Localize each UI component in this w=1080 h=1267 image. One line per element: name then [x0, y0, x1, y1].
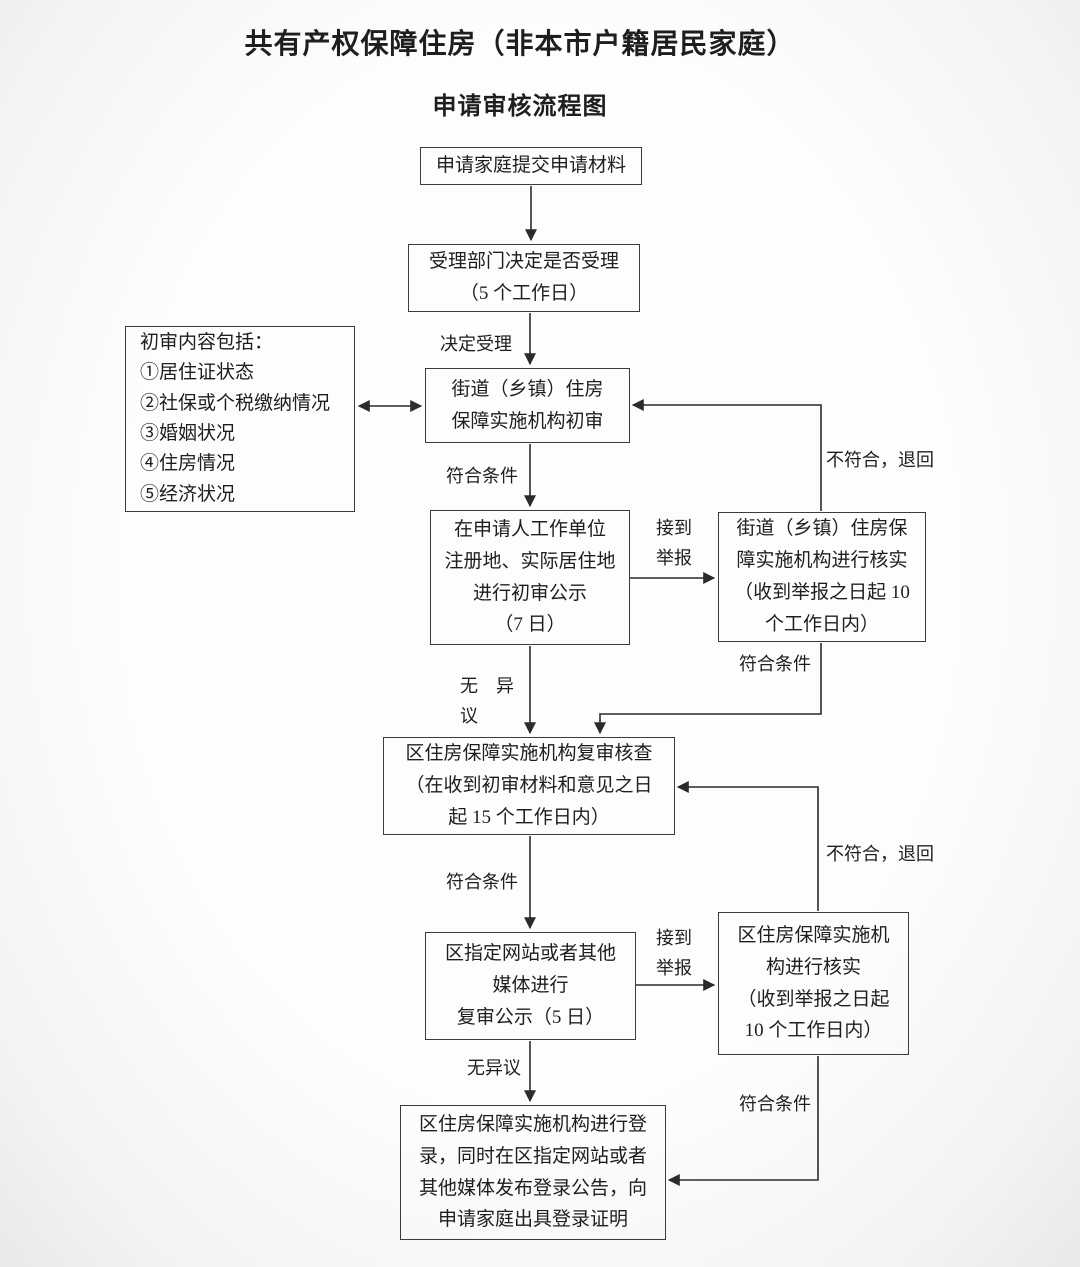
page-title: 共有产权保障住房（非本市户籍居民家庭） [244, 29, 796, 60]
label-report-received-2: 接到 举报 [656, 928, 692, 978]
label-no-objection-2: 无异议 [467, 1058, 521, 1078]
label-meet-condition-1: 符合条件 [446, 466, 518, 486]
arrow-street-verification-return [631, 399, 822, 511]
label-meet-condition-3: 符合条件 [446, 872, 518, 892]
box-submit-application: 申请家庭提交申请材料 [420, 147, 642, 185]
box-district-recheck: 区住房保障实施机构复审核查 （在收到初审材料和意见之日 起 15 个工作日内） [383, 737, 675, 835]
page-subtitle: 申请审核流程图 [432, 94, 608, 120]
label-no-objection-1: 无 异 议 [460, 676, 514, 726]
box-initial-publicity: 在申请人工作单位 注册地、实际居住地 进行初审公示 （7 日） [430, 510, 630, 645]
arrow-district-verification-return [676, 781, 819, 911]
label-report-received-1: 接到 举报 [656, 518, 692, 568]
label-meet-condition-2: 符合条件 [739, 654, 811, 674]
box-acceptance-decision: 受理部门决定是否受理 （5 个工作日） [408, 244, 640, 312]
label-decide-accept: 决定受理 [440, 334, 512, 354]
label-not-meet-return-2: 不符合，退回 [826, 844, 934, 864]
box-street-verification: 街道（乡镇）住房保 障实施机构进行核实 （收到举报之日起 10 个工作日内） [718, 512, 926, 642]
box-registration: 区住房保障实施机构进行登 录，同时在区指定网站或者 其他媒体发布登录公告，向 申… [400, 1105, 666, 1240]
label-meet-condition-4: 符合条件 [739, 1094, 811, 1114]
box-recheck-publicity: 区指定网站或者其他 媒体进行 复审公示（5 日） [425, 932, 636, 1040]
box-street-initial-review: 街道（乡镇）住房 保障实施机构初审 [425, 368, 630, 443]
box-initial-review-content: 初审内容包括： ①居住证状态 ②社保或个税缴纳情况 ③婚姻状况 ④住房情况 ⑤经… [125, 326, 355, 512]
box-district-verification: 区住房保障实施机 构进行核实 （收到举报之日起 10 个工作日内） [718, 912, 909, 1055]
label-not-meet-return-1: 不符合，退回 [826, 450, 934, 470]
